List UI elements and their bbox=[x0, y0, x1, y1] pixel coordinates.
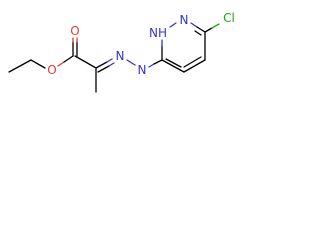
ring-bond-c5-c4-double bbox=[183, 56, 202, 68]
bond-c-cl-b bbox=[211, 23, 220, 29]
ring-bond-c4-c3 bbox=[161, 59, 185, 73]
bond-c-double-n-tail-a bbox=[106, 58, 113, 63]
bond-o-carbonyl-c bbox=[63, 55, 74, 63]
ring-bond-n1-c6-double bbox=[194, 30, 202, 36]
molecule-structure: O O N N NH N Cl bbox=[8, 11, 235, 93]
bond-n-ring-a bbox=[148, 63, 155, 68]
bond-n-ring-b bbox=[153, 59, 163, 65]
bond-o-ester-left bbox=[57, 61, 65, 67]
ring-bond-c4-c3-double bbox=[165, 58, 182, 68]
bond-carbonyl-alpha bbox=[74, 55, 97, 69]
bond-c-double-n-b bbox=[97, 65, 110, 73]
atom-ring-nh: NH bbox=[149, 26, 167, 40]
ring-bond-n2-n1 bbox=[169, 22, 177, 28]
atom-chlorine: Cl bbox=[223, 11, 235, 25]
ring-bond-n1-c6-b bbox=[196, 26, 206, 33]
atom-azo-nitrogen-1: N bbox=[116, 49, 125, 63]
atom-ring-nitrogen: N bbox=[180, 13, 189, 27]
bond-ethyl-ch2-o bbox=[30, 59, 46, 69]
bond-ethyl-ch3-ch2 bbox=[8, 59, 32, 73]
atom-carbonyl-oxygen: O bbox=[70, 24, 79, 38]
atom-azo-nitrogen-2: N bbox=[138, 63, 147, 77]
atom-ester-oxygen: O bbox=[47, 63, 56, 77]
bond-n-n bbox=[126, 59, 136, 66]
bond-c-cl-a bbox=[204, 27, 213, 33]
bond-c-double-n-a bbox=[95, 61, 108, 69]
ring-bond-c5-c4 bbox=[183, 59, 206, 73]
ring-bond-n1-c6-a bbox=[190, 22, 198, 28]
bond-c-double-n-tail-b bbox=[108, 62, 115, 67]
